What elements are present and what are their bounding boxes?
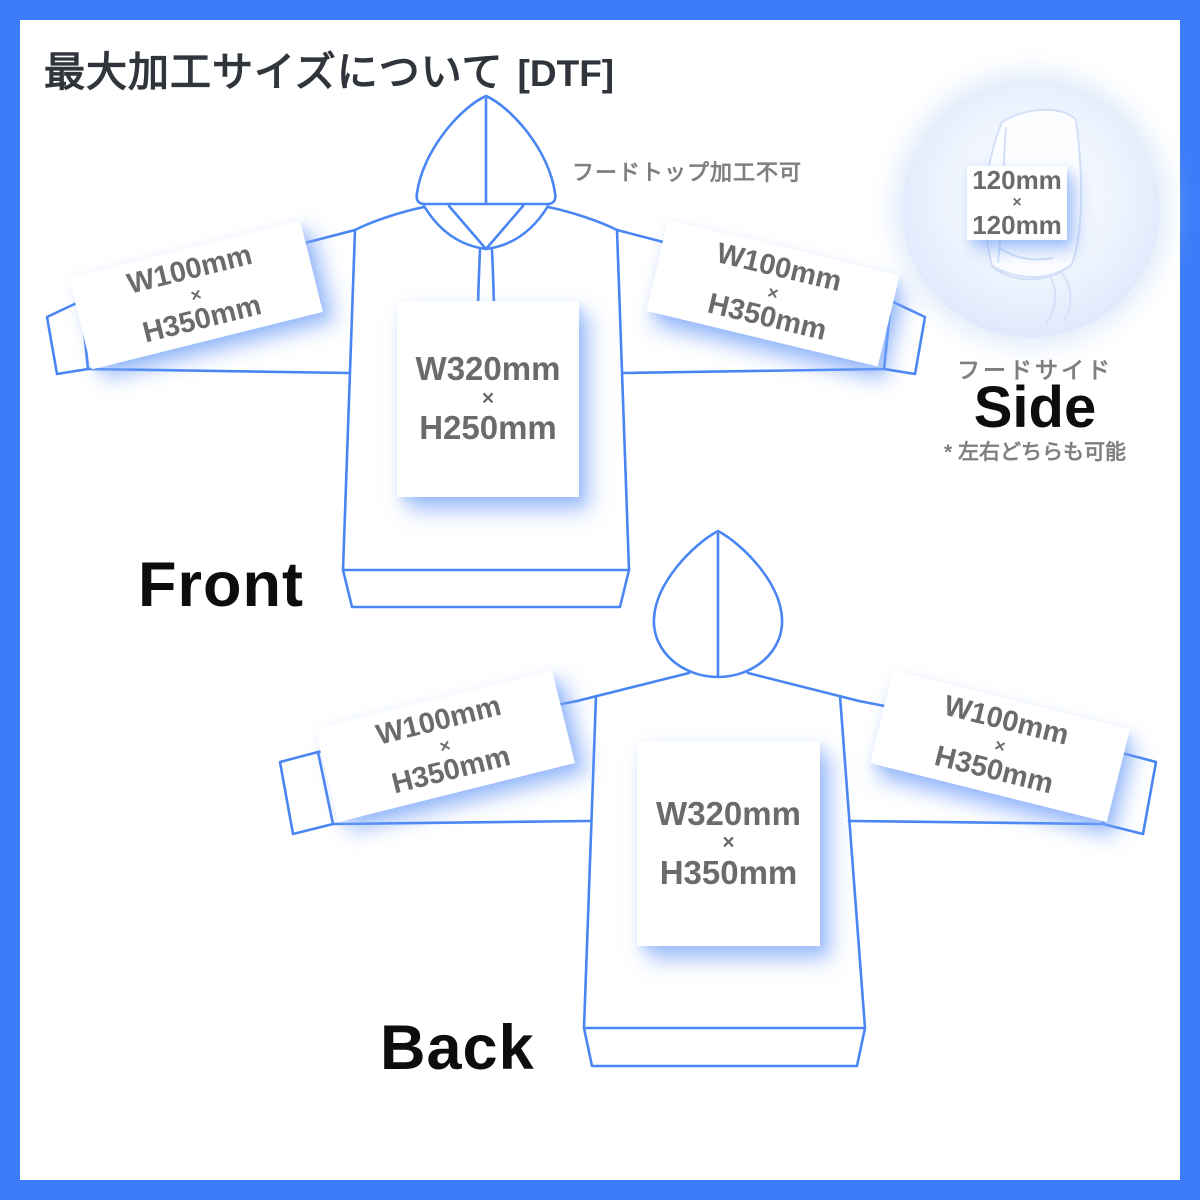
front-right-sleeve-times: × — [765, 281, 781, 304]
back-hem-band — [582, 1026, 867, 1068]
hood-side-width: 120mm — [972, 164, 1062, 195]
side-view-label: Side — [973, 375, 1097, 440]
hood-side-height: 120mm — [972, 210, 1062, 241]
side-view-note: * 左右どちらも可能 — [943, 441, 1126, 464]
front-chest-print-area: W320mm × H250mm — [397, 301, 579, 497]
back-right-sleeve-times: × — [992, 734, 1008, 757]
back-width: W320mm — [656, 794, 801, 832]
front-view-label: Front — [138, 550, 304, 620]
front-chest-width: W320mm — [415, 350, 561, 388]
hood-side-opening — [991, 263, 1073, 278]
front-collar-v — [447, 204, 525, 251]
front-right-sleeve-bottom — [621, 367, 886, 375]
back-right-shoulder — [746, 671, 861, 703]
page-title: 最大加工サイズについて [DTF] — [44, 38, 614, 98]
page-title-dtf-tag: [DTF] — [517, 53, 615, 94]
front-body-left-edge — [341, 228, 357, 572]
hood-side-fold — [999, 247, 1053, 261]
hood-side-drawcords — [1045, 272, 1072, 325]
hood-side-area-label: フードサイド — [957, 357, 1113, 383]
back-body-right-edge — [838, 694, 867, 1030]
back-right-sleeve-bottom — [847, 819, 1105, 826]
back-left-sleeve-bottom — [331, 819, 592, 826]
hood-side-print-area: 120mm × 120mm — [967, 164, 1067, 241]
front-right-cuff — [882, 299, 927, 376]
back-body-left-edge — [582, 694, 598, 1030]
hood-top-note: フードトップ加工不可 — [572, 160, 803, 185]
front-body-right-edge — [615, 228, 631, 572]
back-times: × — [722, 831, 735, 855]
front-right-shoulder — [546, 205, 619, 232]
back-print-area: W320mm × H350mm — [637, 741, 820, 946]
front-chest-times: × — [481, 386, 495, 410]
back-view-label: Back — [380, 1013, 535, 1083]
front-hem-band — [341, 568, 631, 609]
front-left-shoulder — [353, 205, 426, 232]
back-left-cuff — [278, 750, 335, 836]
front-left-sleeve-bottom — [86, 367, 351, 375]
hood-side-times: × — [1012, 193, 1022, 211]
back-left-shoulder — [575, 671, 691, 703]
front-collar-curves — [422, 204, 550, 251]
back-height: H350mm — [659, 853, 798, 891]
page-title-text: 最大加工サイズについて — [44, 49, 504, 95]
front-chest-height: H250mm — [419, 409, 557, 447]
